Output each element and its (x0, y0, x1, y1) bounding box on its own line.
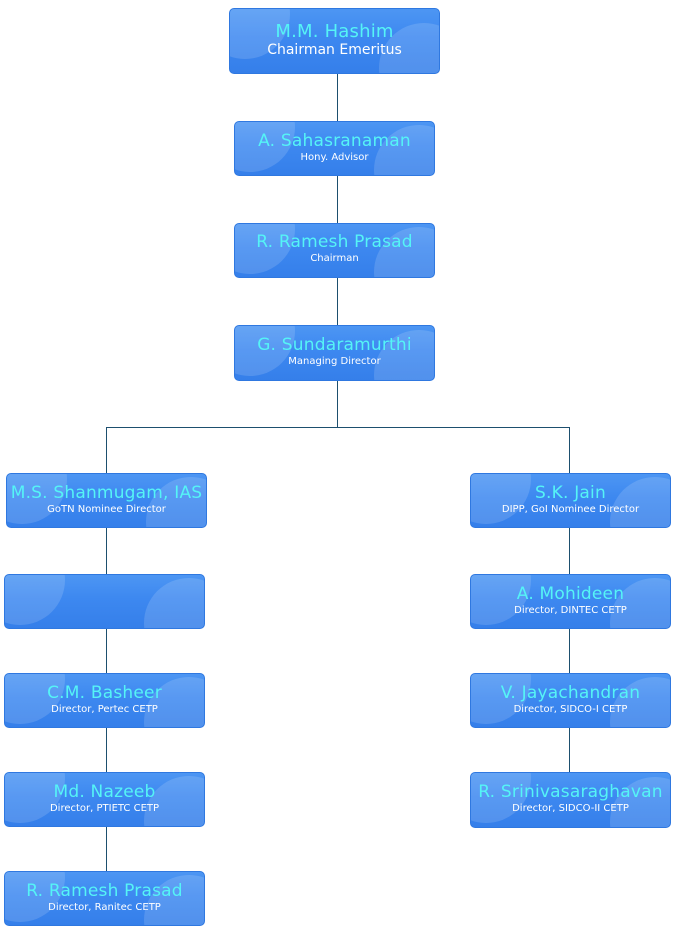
node-name: A. Sahasranaman (258, 131, 411, 151)
node-chairman-emeritus: M.M. Hashim Chairman Emeritus (229, 8, 440, 74)
node-director-sidco-i: V. Jayachandran Director, SIDCO-I CETP (470, 673, 671, 728)
node-director-ptietc: Md. Nazeeb Director, PTIETC CETP (4, 772, 205, 827)
node-director-ranitec: R. Ramesh Prasad Director, Ranitec CETP (4, 871, 205, 926)
connector-line (106, 629, 107, 674)
connector-line (337, 74, 338, 122)
node-director-pertec: C.M. Basheer Director, Pertec CETP (4, 673, 205, 728)
node-name: V. Jayachandran (500, 683, 641, 703)
connector-line (337, 278, 338, 326)
node-role: DIPP, GoI Nominee Director (501, 504, 640, 515)
node-role: GoTN Nominee Director (47, 504, 166, 515)
connector-line (106, 427, 107, 474)
node-hony-advisor: A. Sahasranaman Hony. Advisor (234, 121, 435, 176)
node-name: A. Mohideen (516, 584, 625, 604)
connector-line (106, 528, 107, 575)
connector-line (106, 728, 107, 773)
node-role: Director, SIDCO-II CETP (512, 803, 629, 814)
node-name: R. Srinivasaraghavan (478, 782, 663, 802)
connector-line (569, 629, 570, 674)
node-role: Director, DINTEC CETP (514, 605, 627, 616)
node-gotn-nominee-director: M.S. Shanmugam, IAS GoTN Nominee Directo… (6, 473, 207, 528)
node-name: M.S. Shanmugam, IAS (10, 483, 203, 503)
node-name: C.M. Basheer (47, 683, 162, 703)
node-role: Chairman Emeritus (267, 42, 402, 58)
node-role: Director, Pertec CETP (51, 704, 158, 715)
box-highlight (144, 578, 204, 628)
connector-line (569, 528, 570, 575)
node-role: Hony. Advisor (300, 152, 369, 163)
node-dipp-nominee-director: S.K. Jain DIPP, GoI Nominee Director (470, 473, 671, 528)
node-director-dintec: A. Mohideen Director, DINTEC CETP (470, 574, 671, 629)
connector-line (106, 827, 107, 872)
node-empty (4, 574, 205, 629)
connector-line (337, 176, 338, 224)
node-name: M.M. Hashim (275, 21, 394, 42)
node-role: Director, SIDCO-I CETP (513, 704, 628, 715)
node-role: Chairman (310, 253, 359, 264)
node-chairman: R. Ramesh Prasad Chairman (234, 223, 435, 278)
node-role: Director, PTIETC CETP (49, 803, 160, 814)
connector-line (569, 728, 570, 772)
connector-line (569, 427, 570, 474)
node-name: R. Ramesh Prasad (26, 881, 183, 901)
node-name: R. Ramesh Prasad (256, 232, 413, 252)
node-managing-director: G. Sundaramurthi Managing Director (234, 325, 435, 381)
node-director-sidco-ii: R. Srinivasaraghavan Director, SIDCO-II … (470, 772, 671, 828)
node-role: Director, Ranitec CETP (48, 902, 161, 913)
node-name: G. Sundaramurthi (257, 335, 412, 355)
connector-line (106, 427, 570, 428)
node-name: Md. Nazeeb (53, 782, 156, 802)
connector-line (337, 381, 338, 427)
node-role: Managing Director (288, 356, 381, 367)
box-highlight (5, 575, 65, 625)
node-name: S.K. Jain (535, 483, 606, 503)
